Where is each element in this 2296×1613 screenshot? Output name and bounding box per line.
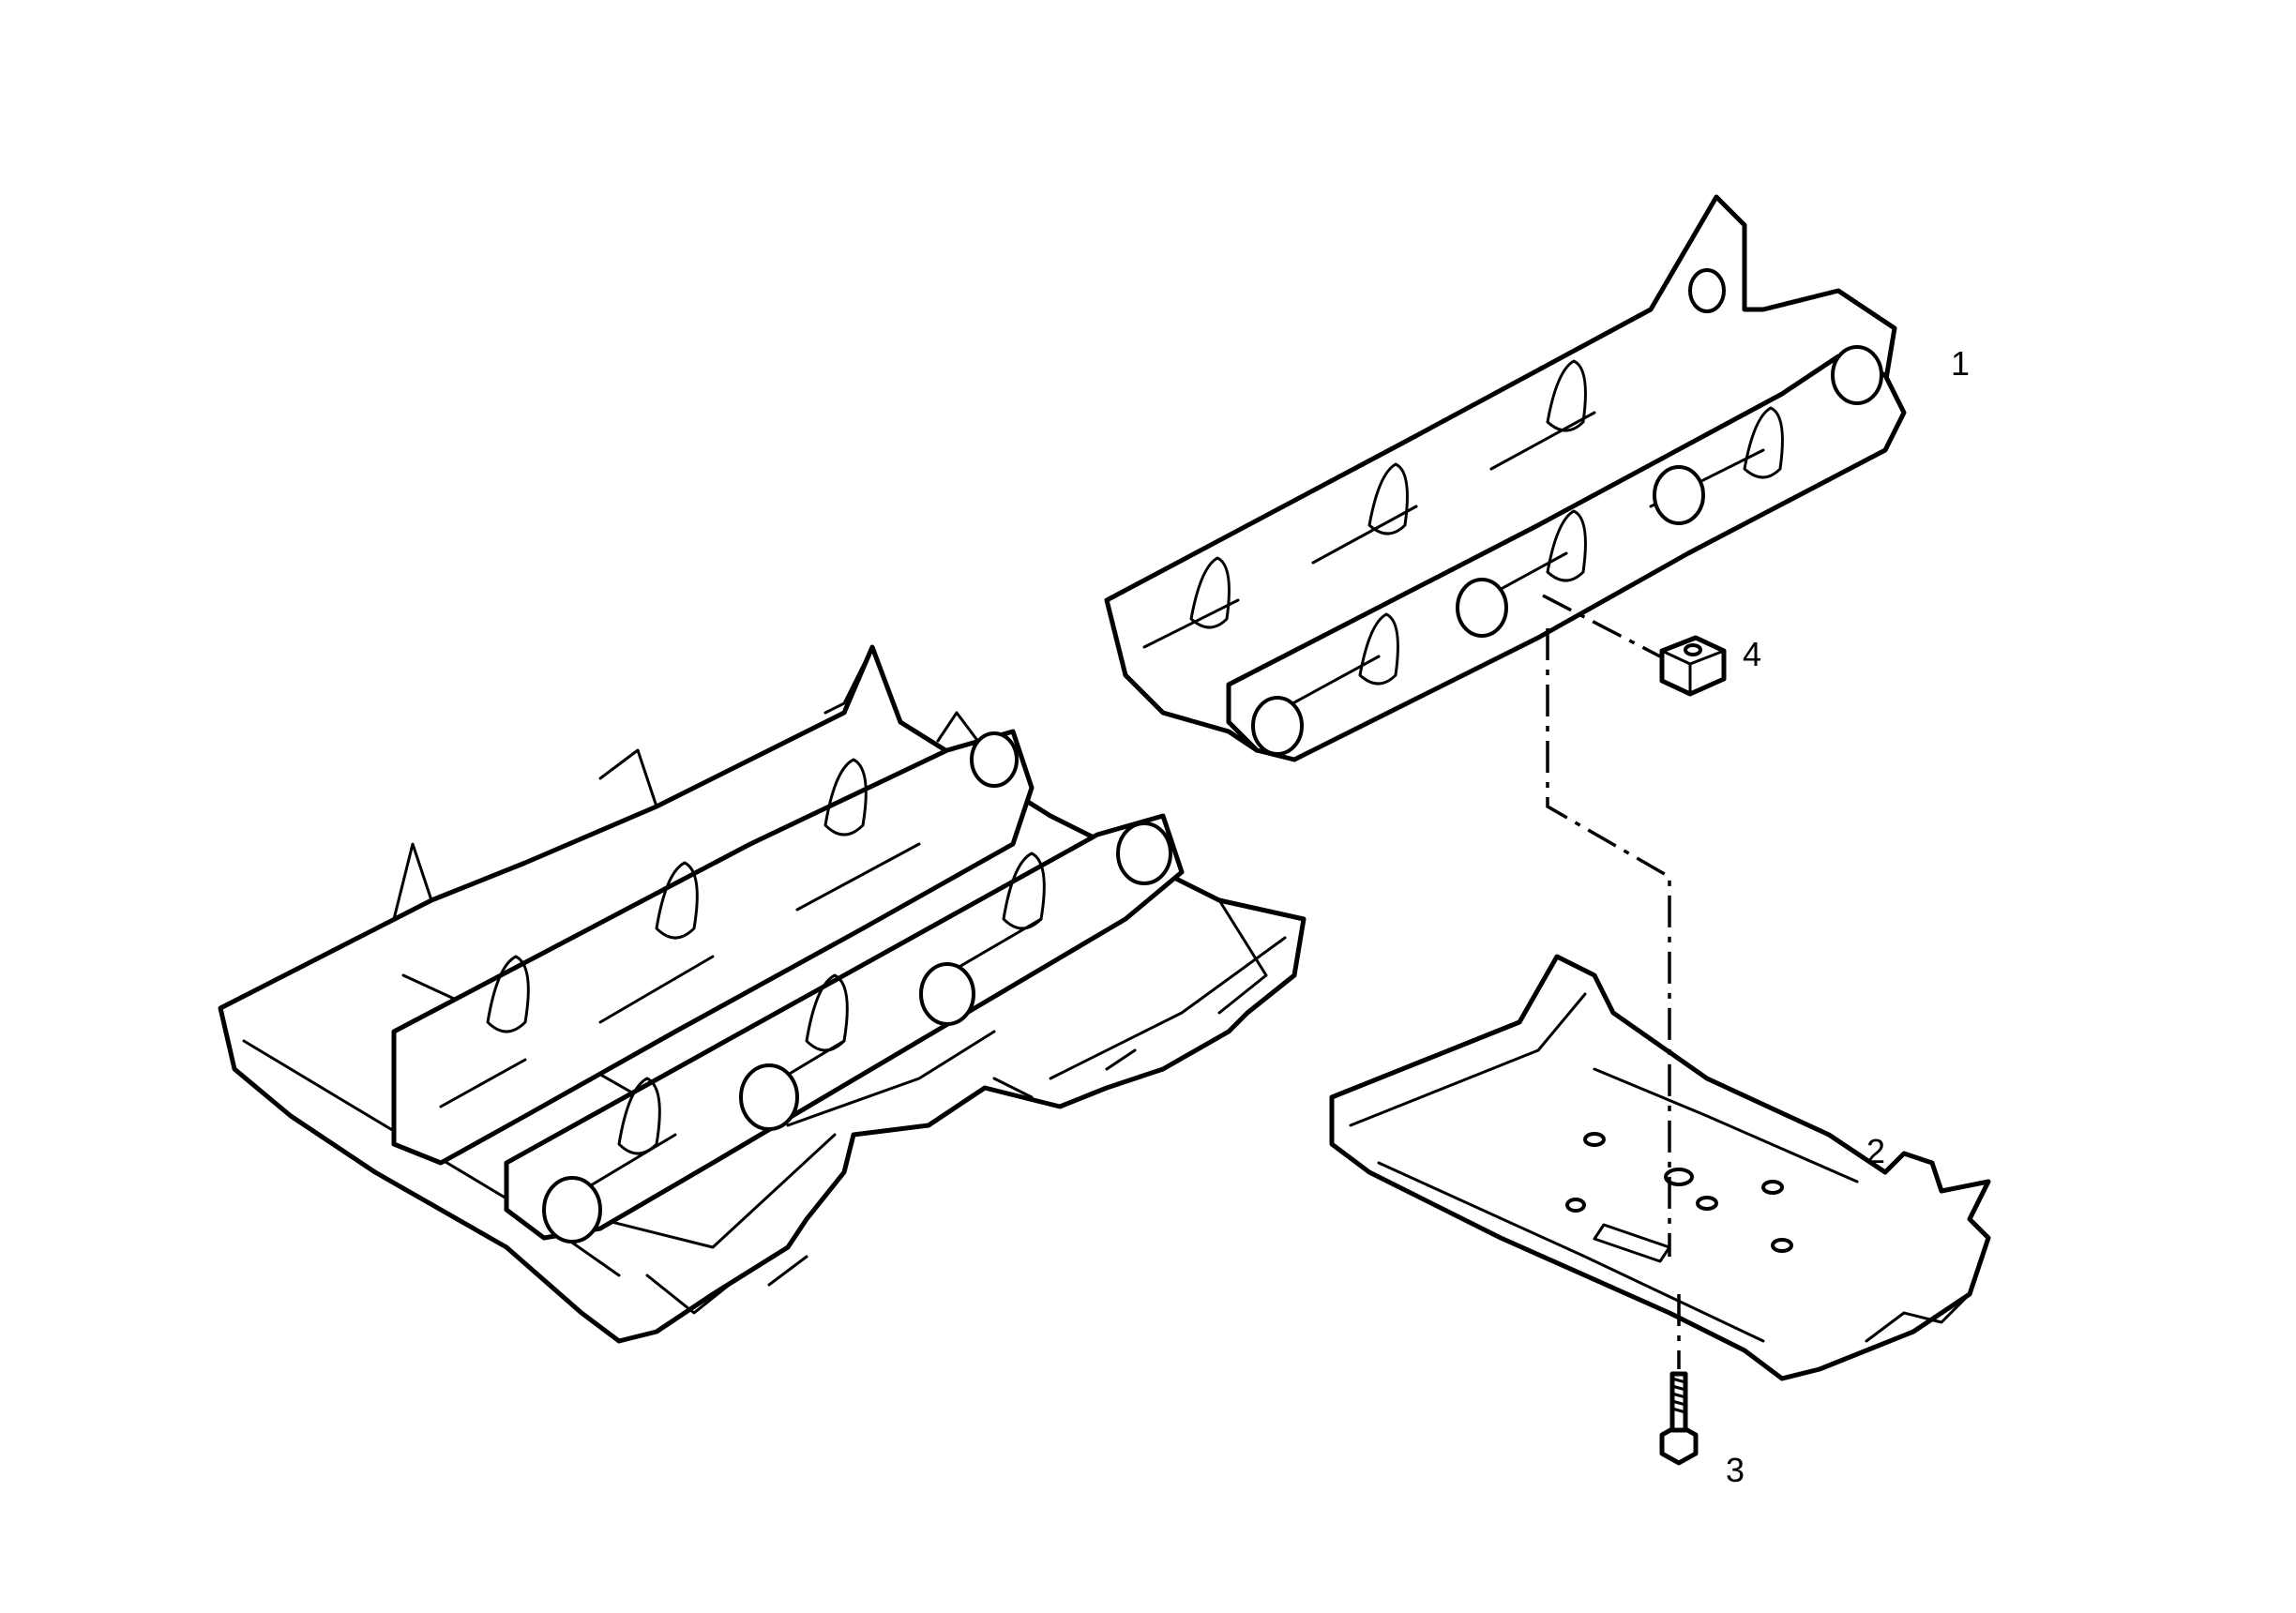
shoe-nut xyxy=(1659,635,1727,697)
callout-2: 2 xyxy=(1866,1132,1885,1170)
shoe-plates-assembled xyxy=(218,644,1307,1344)
assembled-track-section xyxy=(218,644,1307,1344)
track-chain-assembly xyxy=(1104,194,1907,762)
callout-labels: 1 2 3 4 xyxy=(1726,344,1970,1489)
assembly-center-lines xyxy=(1542,594,1681,1369)
callout-3: 3 xyxy=(1726,1451,1745,1489)
track-shoe xyxy=(1329,954,1991,1381)
callout-4: 4 xyxy=(1743,635,1761,673)
chain-links-assembled xyxy=(391,729,1185,1244)
shoe-bolt xyxy=(1659,1371,1699,1466)
callout-1: 1 xyxy=(1951,344,1970,383)
